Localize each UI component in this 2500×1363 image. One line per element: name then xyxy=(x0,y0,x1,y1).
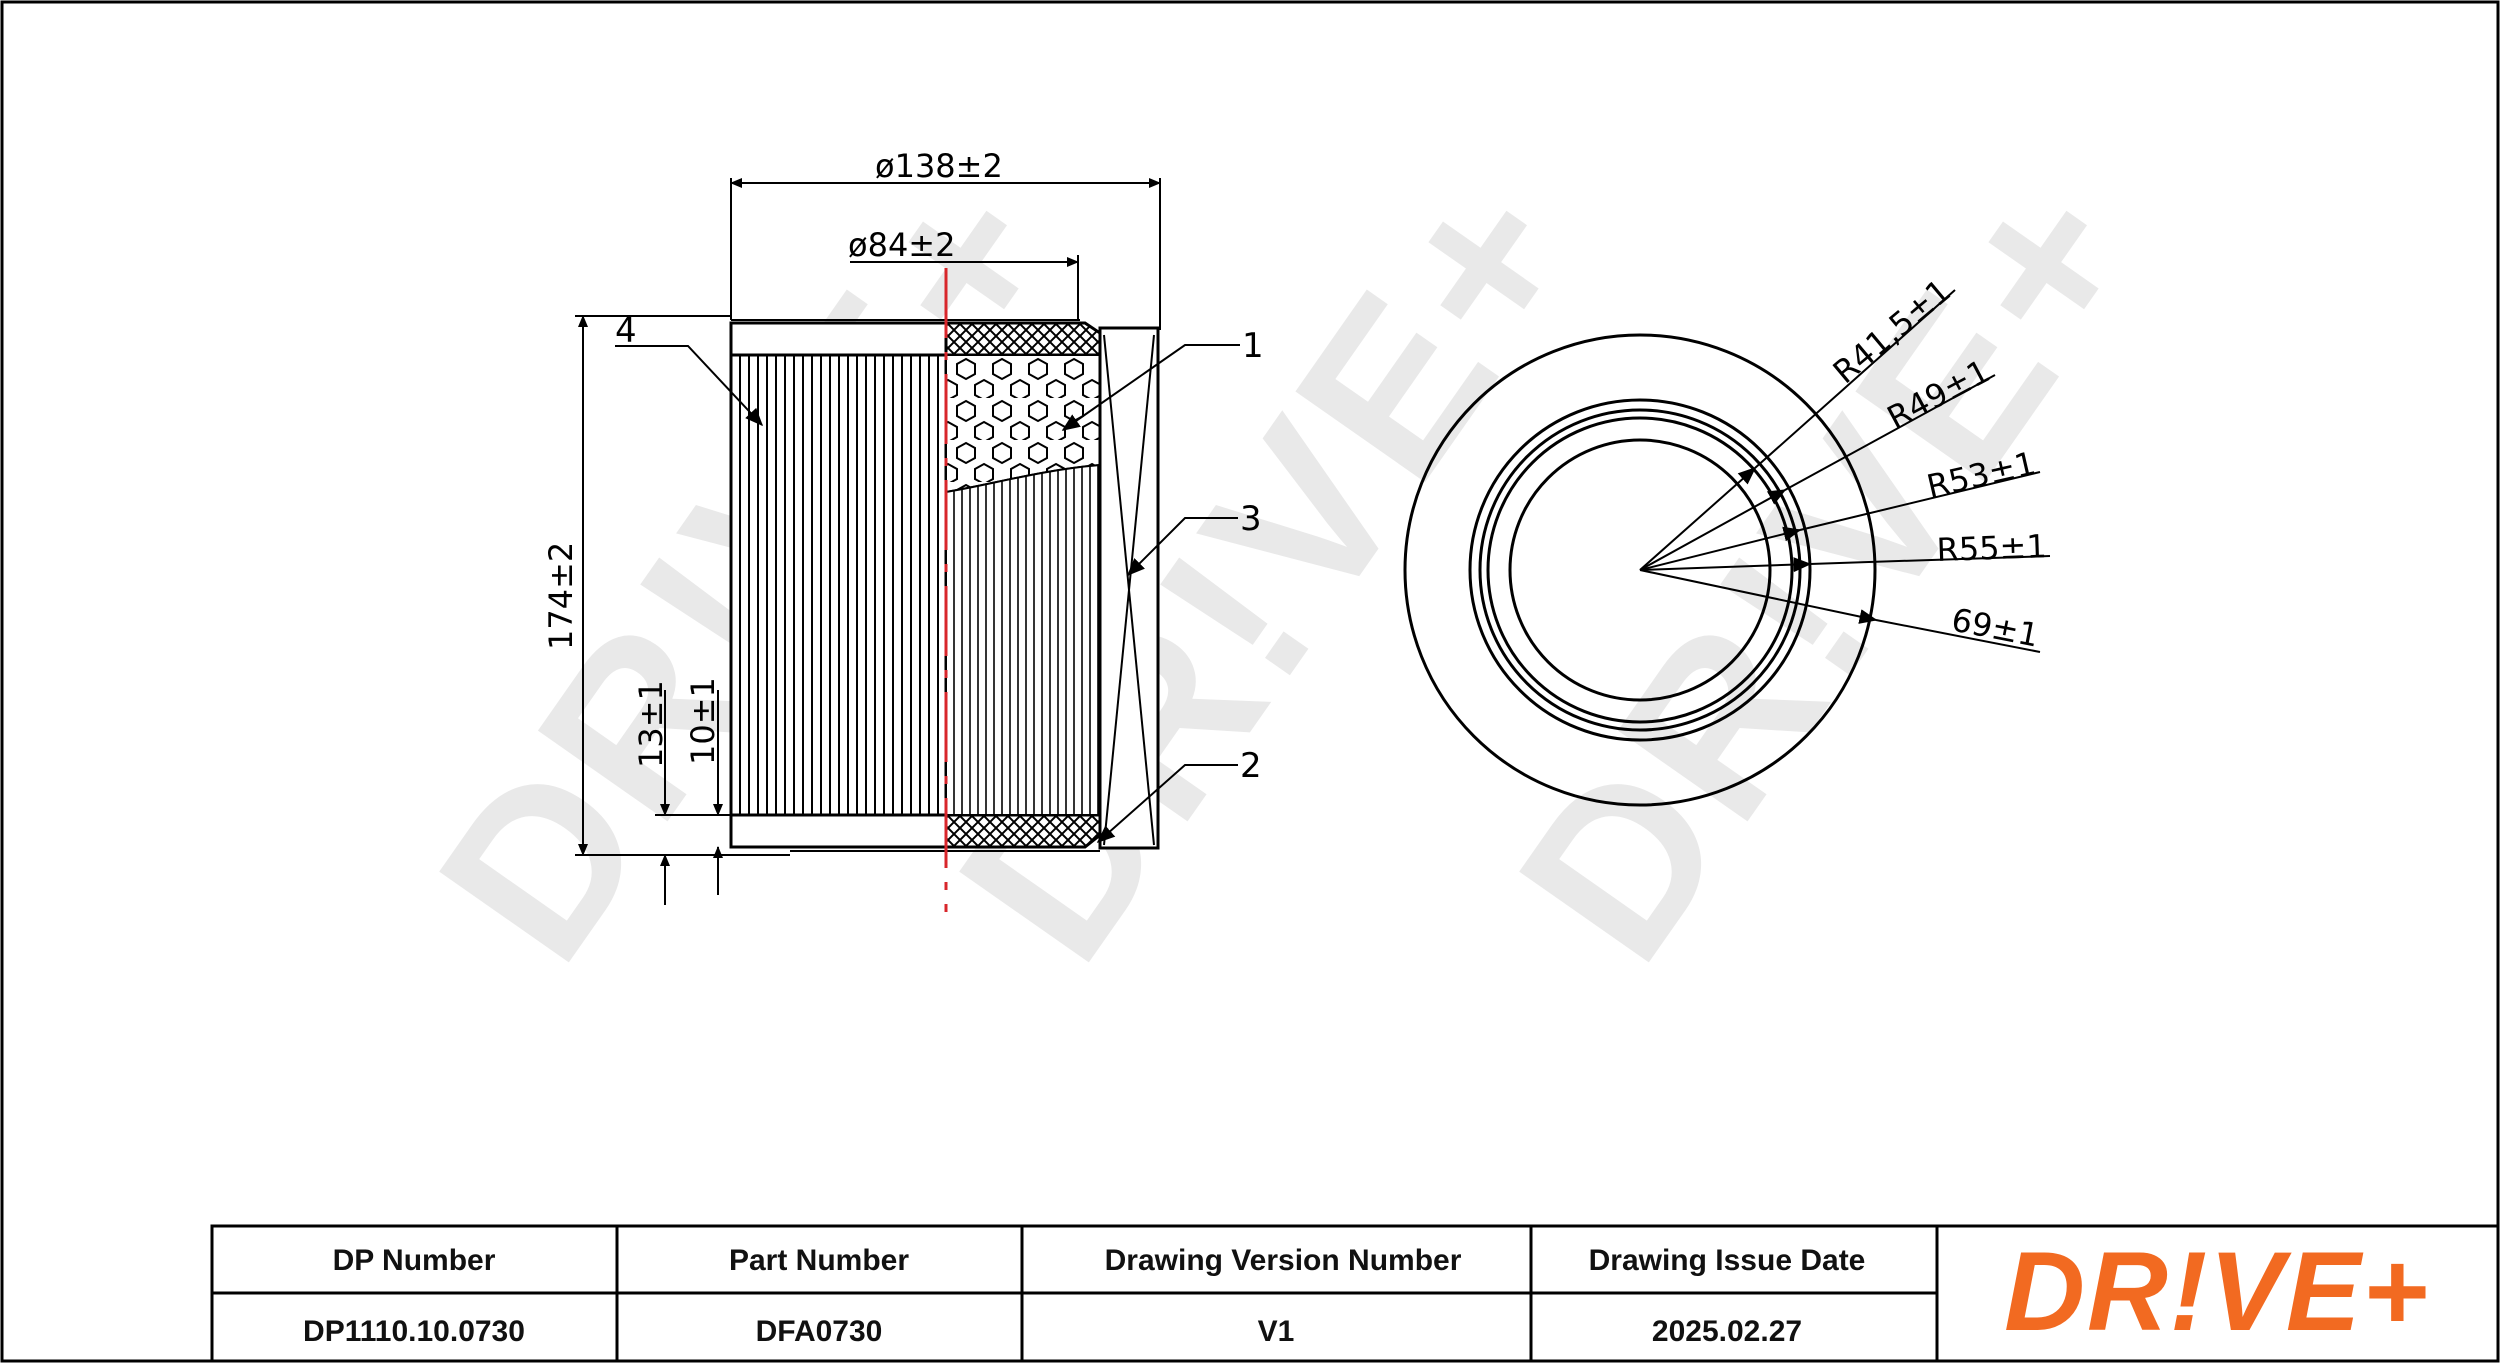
inner-pleats-section xyxy=(945,463,1101,816)
value-dp-number: DP1110.10.0730 xyxy=(303,1315,525,1348)
dim-outer-diameter: ø138±2 xyxy=(875,147,1003,185)
ring-r41-5 xyxy=(1508,438,1772,702)
dim-bottom-offset-10: 10±1 xyxy=(684,677,722,765)
callout-4: 4 xyxy=(615,311,637,351)
header-part-number: Part Number xyxy=(729,1244,909,1277)
watermark-group: DR!VE+ DR!VE+ DR!VE+ xyxy=(390,130,2189,1003)
end-cap-bottom-left xyxy=(729,813,948,849)
end-cap-top-left xyxy=(729,321,948,357)
dim-r69: 69±1 xyxy=(1948,601,2042,655)
seal-top xyxy=(944,321,1102,357)
value-issue-date: 2025.02.27 xyxy=(1652,1315,1802,1348)
dim-inner-diameter: ø84±2 xyxy=(848,226,955,264)
side-view: ø138±2 ø84±2 174±2 13±1 10±1 4 1 3 2 xyxy=(542,147,1264,912)
ring-r69 xyxy=(1403,333,1877,807)
callout-2: 2 xyxy=(1240,746,1262,786)
ring-r49 xyxy=(1486,416,1794,724)
outer-pleats-left xyxy=(729,353,948,817)
seal-bottom xyxy=(944,813,1102,849)
dim-r55: R55±1 xyxy=(1936,527,2047,569)
value-drawing-version: V1 xyxy=(1258,1315,1295,1348)
callout-3: 3 xyxy=(1240,499,1262,539)
drive-logo: DR!VE+ xyxy=(2004,1229,2430,1354)
header-issue-date: Drawing Issue Date xyxy=(1589,1244,1866,1277)
value-part-number: DFA0730 xyxy=(756,1315,883,1348)
header-drawing-version: Drawing Version Number xyxy=(1105,1244,1462,1277)
header-dp-number: DP Number xyxy=(333,1244,496,1277)
dim-bottom-offset-13: 13±1 xyxy=(632,680,670,768)
dim-height: 174±2 xyxy=(542,542,580,650)
callout-1: 1 xyxy=(1242,326,1264,366)
title-block: DP Number Part Number Drawing Version Nu… xyxy=(210,1224,2500,1363)
